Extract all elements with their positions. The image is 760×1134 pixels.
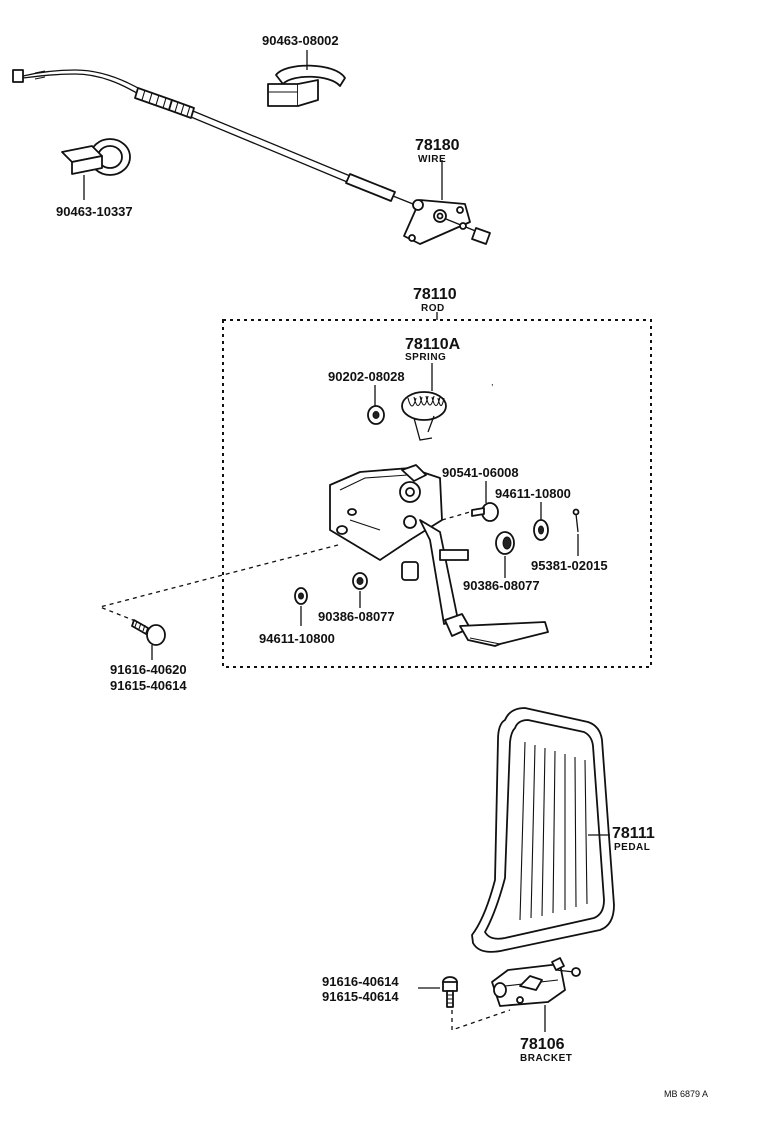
pedal-lever-drawing: [329, 464, 549, 647]
rod-assembly-frame: [222, 319, 652, 668]
bolt-a-label: 90541-06008: [442, 465, 519, 480]
bushing-a-label: 90386-08077: [463, 578, 540, 593]
pin-drawing: [572, 508, 580, 533]
spring-drawing: [401, 391, 447, 441]
rod-part-number: 78110: [413, 286, 457, 303]
bolt-b-dashed-leader: [97, 544, 339, 623]
bolt-b-drawing: [131, 619, 166, 646]
clamp-top-label: 90463-08002: [262, 33, 339, 48]
bolt-c-label-2: 91615-40614: [322, 989, 399, 1004]
bolt-c-drawing: [442, 976, 458, 1008]
bracket-part-name: BRACKET: [520, 1053, 572, 1064]
spring-part-name: SPRING: [405, 352, 446, 363]
bracket-drawing: [491, 957, 581, 1007]
bushing-b-drawing: [352, 572, 368, 590]
washer-a-drawing: [367, 405, 385, 425]
accelerator-wire-drawing: [12, 69, 491, 245]
bolt-b-label-1: 91616-40620: [110, 662, 187, 677]
pedal-part-name: PEDAL: [614, 842, 650, 853]
bolt-c-dashed-leader: [451, 1009, 511, 1031]
bolt-a-dashed-leader: [441, 511, 471, 521]
rod-part-name: ROD: [421, 303, 445, 314]
clamp-top-drawing: [267, 50, 346, 107]
pedal-drawing: [471, 707, 615, 953]
washer-c-label: 94611-10800: [259, 631, 335, 646]
pin-label: 95381-02015: [531, 558, 608, 573]
stray-mark: ,: [491, 377, 494, 387]
bolt-b-label-2: 91615-40614: [110, 678, 187, 693]
washer-b-drawing: [533, 519, 549, 541]
drawing-code: MB 6879 A: [664, 1089, 708, 1099]
wire-part-number: 78180: [415, 137, 460, 154]
washer-c-drawing: [294, 587, 308, 605]
bushing-a-drawing: [495, 531, 515, 555]
washer-a-label: 90202-08028: [328, 369, 405, 384]
bracket-part-number: 78106: [520, 1036, 565, 1053]
clamp-left-label: 90463-10337: [56, 204, 133, 219]
bolt-c-label-1: 91616-40614: [322, 974, 399, 989]
spring-part-number: 78110A: [405, 336, 461, 353]
wire-part-name: WIRE: [418, 154, 446, 165]
bolt-a-drawing: [471, 502, 499, 522]
bushing-b-label: 90386-08077: [318, 609, 395, 624]
washer-b-label: 94611-10800: [495, 486, 571, 501]
pedal-part-number: 78111: [612, 825, 655, 842]
clamp-left-drawing: [61, 138, 131, 200]
